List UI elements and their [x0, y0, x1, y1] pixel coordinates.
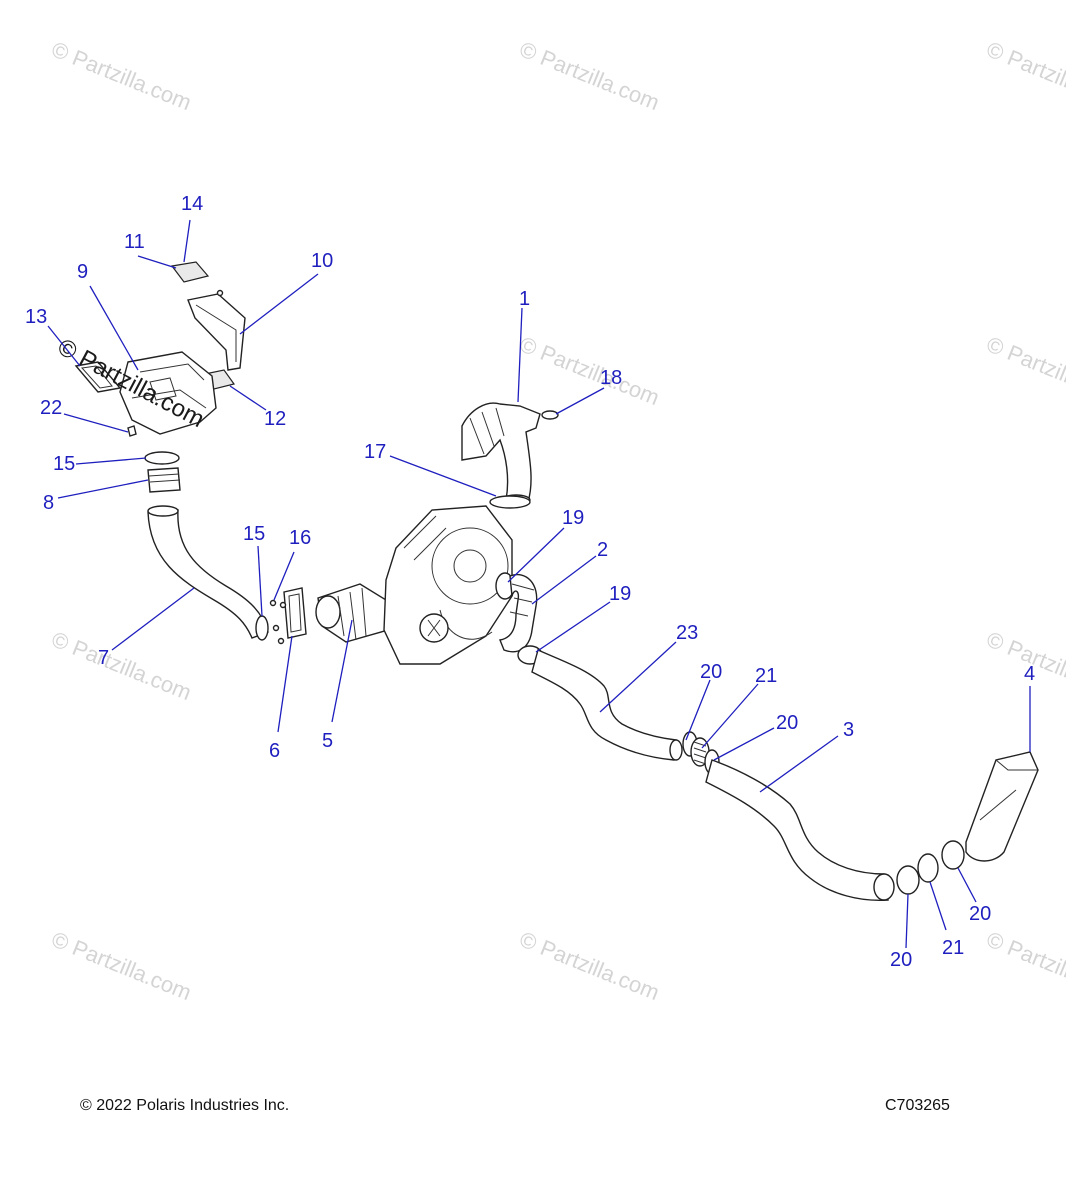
watermark: © Partzilla.com [516, 926, 663, 1005]
watermark: © Partzilla.com [983, 926, 1066, 1005]
intake-tube-assembly [144, 451, 269, 641]
part-2-elbow [499, 573, 538, 653]
callout-17: 17 [364, 441, 386, 463]
callout-19: 19 [562, 507, 584, 529]
watermark: © Partzilla.com [48, 36, 195, 115]
tube-3 [705, 759, 895, 902]
part-16-screw [279, 601, 287, 609]
watermark: © Partzilla.com [983, 331, 1066, 410]
part-15-clamp-upper [144, 451, 180, 465]
callout-9: 9 [77, 261, 88, 283]
callout-8: 8 [43, 492, 54, 514]
callout-18: 18 [600, 367, 622, 389]
callout-22: 22 [40, 397, 62, 419]
part-16-screw [277, 637, 285, 645]
diagram-code: C703265 [885, 1097, 950, 1114]
callout-15: 15 [53, 453, 75, 475]
callout-2: 2 [597, 539, 608, 561]
part-21-spring [917, 853, 939, 883]
callout-13: 13 [25, 306, 47, 328]
callouts: 1 18 17 19 2 19 23 20 21 20 3 4 20 21 20… [25, 193, 1035, 971]
part-22-fastener [127, 425, 137, 437]
part-11-pad [170, 261, 210, 283]
part-17-seal [489, 495, 531, 509]
leader-lines [47, 219, 1031, 949]
callout-20: 20 [776, 712, 798, 734]
part-5-housing [383, 505, 513, 665]
callout-20: 20 [969, 903, 991, 925]
part-13-gasket [74, 361, 122, 393]
part-3-tube [705, 759, 889, 902]
part-6-gasket [283, 587, 307, 639]
watermarks: © Partzilla.com © Partzilla.com © Partzi… [48, 36, 1066, 1005]
outlet-elbow [495, 572, 543, 665]
callout-5: 5 [322, 730, 333, 752]
part-16-screw [272, 624, 280, 632]
callout-20: 20 [700, 661, 722, 683]
airbox-assembly: © Partzilla.com [53, 261, 246, 437]
callout-15: 15 [243, 523, 265, 545]
part-16-screw [269, 599, 277, 607]
copyright-notice: © 2022 Polaris Industries Inc. [80, 1097, 290, 1114]
part-10-cover [187, 293, 246, 371]
callout-4: 4 [1024, 663, 1035, 685]
callout-14: 14 [181, 193, 203, 215]
part-23-tube [531, 649, 677, 761]
tube-23 [531, 649, 683, 761]
watermark: © Partzilla.com [48, 626, 195, 705]
watermark: © Partzilla.com [516, 36, 663, 115]
callout-7: 7 [98, 647, 109, 669]
callout-21: 21 [942, 937, 964, 959]
part-15-clamp-lower [255, 615, 269, 641]
part-20-clamp [941, 840, 965, 870]
part-1-duct [461, 402, 541, 503]
end-assembly [896, 751, 1039, 895]
watermark: © Partzilla.com [48, 926, 195, 1005]
part-9-airbox [119, 351, 217, 435]
callout-19: 19 [609, 583, 631, 605]
part-4-outlet [965, 751, 1039, 862]
callout-12: 12 [264, 408, 286, 430]
callout-10: 10 [311, 250, 333, 272]
part-20-clamp [896, 865, 920, 895]
callout-21: 21 [755, 665, 777, 687]
callout-11: 11 [124, 231, 145, 253]
callout-20: 20 [890, 949, 912, 971]
callout-6: 6 [269, 740, 280, 762]
callout-16: 16 [289, 527, 311, 549]
callout-3: 3 [843, 719, 854, 741]
watermark: © Partzilla.com [516, 331, 663, 410]
cvt-housing [315, 505, 513, 665]
upper-duct [461, 402, 559, 509]
gasket-screws [269, 587, 307, 645]
watermark: © Partzilla.com [983, 36, 1066, 115]
callout-1: 1 [519, 288, 530, 310]
part-18-oring [541, 410, 559, 420]
callout-23: 23 [676, 622, 698, 644]
